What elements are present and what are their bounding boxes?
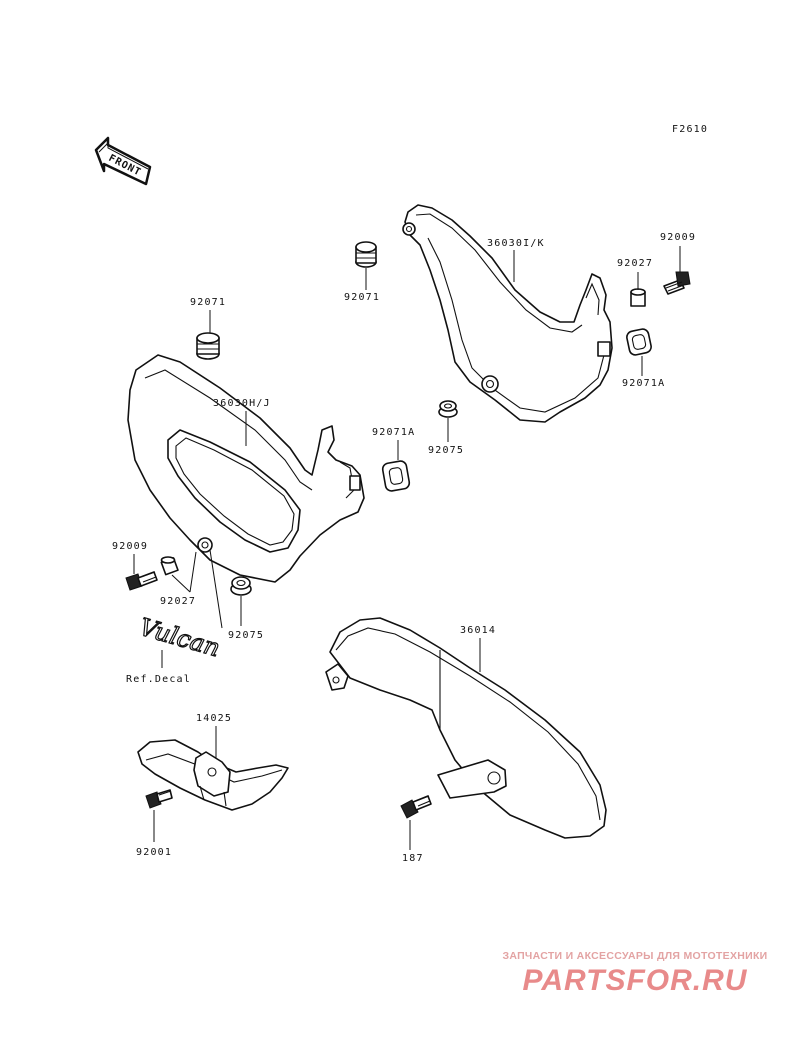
watermark: ЗАПЧАСТИ И АКСЕССУАРЫ ДЛЯ МОТОТЕХНИКИ PA… [480, 950, 790, 998]
bolt-92001 [145, 789, 173, 809]
damper-92075-left [230, 576, 252, 596]
label-92075-mid: 92075 [428, 445, 464, 456]
watermark-logo: PARTSFOR.RU [522, 964, 748, 997]
label-92027-right: 92027 [617, 258, 653, 269]
side-cover-right [402, 204, 613, 423]
bolt-92009-right [663, 271, 691, 295]
grommet-92071a-mid [381, 460, 411, 492]
label-92071-left: 92071 [190, 297, 226, 308]
bolt-187 [400, 795, 432, 819]
label-92075-left: 92075 [228, 630, 264, 641]
grommet-92071a-right [626, 328, 652, 356]
watermark-tagline: ЗАПЧАСТИ И АКСЕССУАРЫ ДЛЯ МОТОТЕХНИКИ [502, 950, 768, 962]
leader-92027-left [171, 574, 191, 593]
leader-92075-left-b [209, 549, 223, 629]
front-arrow-icon: FRONT [94, 136, 152, 186]
label-187: 187 [402, 853, 424, 864]
label-92001: 92001 [136, 847, 172, 858]
label-36030hj: 36030H/J [213, 398, 271, 409]
collar-92027-left [160, 556, 179, 576]
label-36030ik: 36030I/K [487, 238, 545, 249]
label-36014: 36014 [460, 625, 496, 636]
collar-92027-right [630, 288, 646, 307]
label-ref-decal: Ref.Decal [126, 674, 191, 685]
damper-92075-mid [438, 400, 458, 418]
diagram-code: F2610 [672, 124, 708, 135]
guard-14025 [137, 739, 289, 811]
label-92071a-mid: 92071A [372, 427, 415, 438]
label-92071a-right: 92071A [622, 378, 665, 389]
label-92071-top: 92071 [344, 292, 380, 303]
chain-cover [325, 617, 607, 839]
label-92009-right: 92009 [660, 232, 696, 243]
grommet-92071-top [355, 241, 377, 268]
decal-text: Vulcan [136, 613, 223, 663]
label-14025: 14025 [196, 713, 232, 724]
bolt-92009-left [125, 571, 158, 591]
vulcan-decal: Vulcan [136, 612, 224, 663]
leader-92027-left-b [189, 551, 197, 593]
grommet-92071-left [196, 332, 220, 360]
side-cover-left [127, 354, 365, 583]
label-92027-left: 92027 [160, 596, 196, 607]
label-92009-left: 92009 [112, 541, 148, 552]
